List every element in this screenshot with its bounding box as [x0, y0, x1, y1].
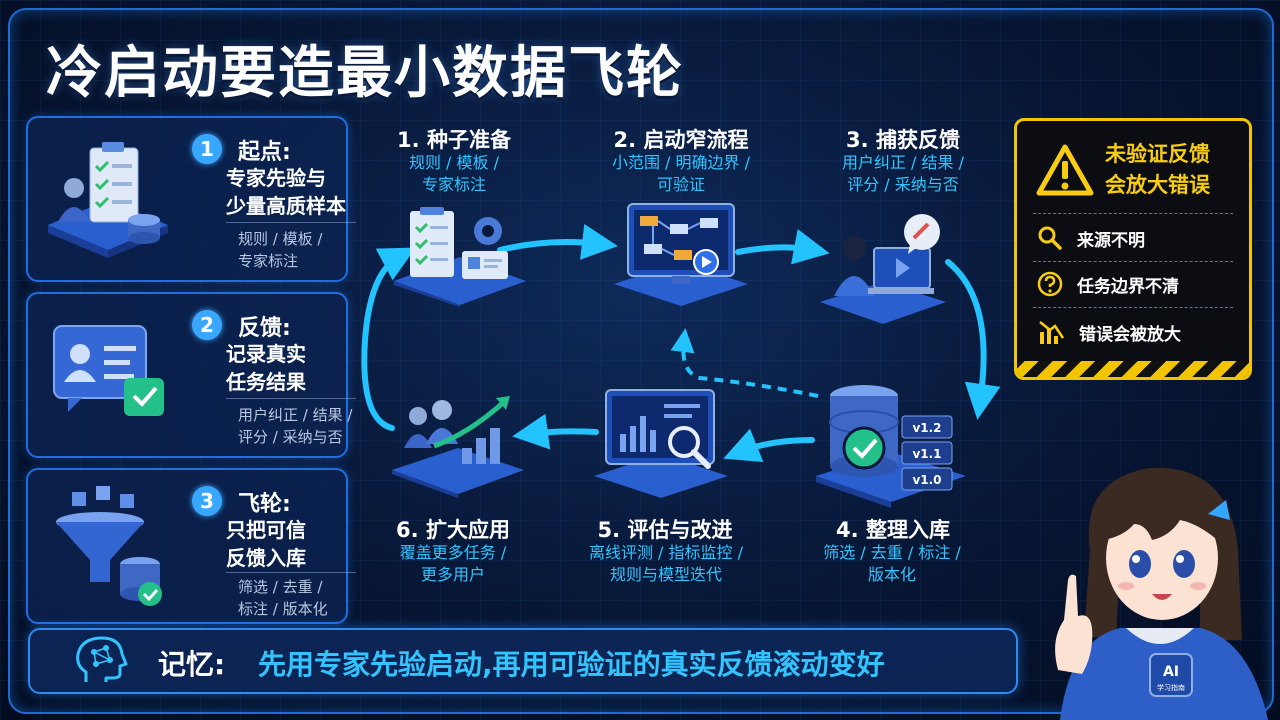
step-5-subtext: 离线评测 / 指标监控 /规则与模型迭代	[588, 543, 744, 584]
divider	[226, 222, 356, 223]
arrow-4-to-2-dashed	[670, 328, 819, 398]
arrow-2-to-3	[735, 228, 830, 265]
evaluation-monitor-icon	[594, 389, 728, 498]
step-number-badge: 3	[192, 486, 222, 516]
divider	[1033, 261, 1233, 262]
panel-subtext: 用户纠正 / 结果 / 评分 / 采纳与否	[238, 406, 353, 446]
step-6-title: 6. 扩大应用	[396, 518, 510, 542]
mascot-badge-text: 学习指南	[1157, 683, 1185, 692]
mascot-character: AI 学习指南	[1055, 467, 1268, 720]
panel-subtext: 规则 / 模板 / 专家标注	[238, 230, 323, 270]
step-4-title: 4. 整理入库	[836, 518, 950, 542]
arrow-5-to-6	[512, 413, 599, 450]
panel-start: 1 起点: 专家先验与 少量高质样本 规则 / 模板 / 专家标注	[26, 116, 356, 282]
page-title: 冷启动要造最小数据飞轮	[46, 41, 684, 106]
user-feedback-icon	[53, 325, 164, 416]
step-2-subtext: 小范围 / 明确边界 /可验证	[611, 153, 751, 194]
panel-description: 记录真实 任务结果	[226, 342, 306, 394]
panel-title: 反馈:	[238, 316, 291, 341]
arrow-6-to-1	[361, 247, 416, 431]
hazard-stripe	[1017, 361, 1249, 377]
warning-item: 来源不明	[1037, 223, 1145, 253]
panel-title: 飞轮:	[238, 492, 291, 517]
panel-feedback: 2 反馈: 记录真实 任务结果 用户纠正 / 结果 / 评分 / 采纳与否	[26, 292, 356, 458]
step-2-title: 2. 启动窄流程	[613, 128, 749, 152]
mascot-badge-ai: AI	[1163, 664, 1179, 680]
warning-item: 任务边界不清	[1037, 269, 1179, 299]
arrow-1-to-2	[497, 223, 618, 260]
step-3-subtext: 用户纠正 / 结果 /评分 / 采纳与否	[841, 153, 965, 194]
divider	[226, 572, 356, 573]
brain-head-icon	[76, 636, 128, 682]
step-number-badge: 2	[192, 310, 222, 340]
step-number-badge: 1	[192, 134, 222, 164]
memory-banner: 记忆: 先用专家先验启动,再用可验证的真实反馈滚动变好	[28, 628, 1018, 694]
step-3-title: 3. 捕获反馈	[846, 128, 960, 152]
memory-label: 记忆:	[158, 648, 226, 681]
panel-description: 专家先验与 少量高质样本	[226, 166, 346, 218]
step-6-subtext: 覆盖更多任务 /更多用户	[399, 543, 507, 584]
panel-description: 只把可信 反馈入库	[226, 518, 306, 570]
users-growth-chart-icon	[392, 396, 524, 498]
version-tag: v1.0	[912, 473, 941, 487]
arrow-4-to-5	[723, 428, 815, 463]
panel-title: 起点:	[238, 140, 291, 165]
magnifier-icon	[1038, 226, 1062, 250]
step-4-subtext: 筛选 / 去重 / 标注 /版本化	[823, 543, 961, 584]
warning-title: 未验证反馈 会放大错误	[1105, 142, 1210, 197]
panel-subtext: 筛选 / 去重 / 标注 / 版本化	[238, 578, 328, 618]
divider	[1033, 307, 1233, 308]
step-5-title: 5. 评估与改进	[597, 518, 733, 542]
outer-frame	[8, 8, 1274, 714]
version-tag: v1.1	[912, 447, 941, 461]
versioned-database-icon: v1.2 v1.1 v1.0	[816, 385, 966, 508]
question-icon	[1037, 271, 1063, 297]
version-tag: v1.2	[912, 421, 941, 435]
seed-clipboard-gear-icon	[394, 207, 526, 307]
divider	[1033, 213, 1233, 214]
monitor-flowchart-icon	[614, 203, 748, 306]
warning-box: 未验证反馈 会放大错误 来源不明 任务边界不清 错误会被放大	[1014, 118, 1252, 380]
memory-text: 先用专家先验启动,再用可验证的真实反馈滚动变好	[258, 648, 885, 681]
chart-down-icon	[1039, 321, 1065, 344]
arrow-3-to-4	[945, 259, 1001, 420]
step-1-title: 1. 种子准备	[397, 128, 511, 152]
funnel-database-icon	[56, 486, 162, 606]
warning-triangle-icon	[1036, 144, 1094, 196]
warning-item: 错误会被放大	[1037, 317, 1181, 347]
user-laptop-feedback-icon	[820, 214, 946, 324]
step-1-subtext: 规则 / 模板 /专家标注	[408, 153, 500, 194]
panel-flywheel: 3 飞轮: 只把可信 反馈入库 筛选 / 去重 / 标注 / 版本化	[26, 468, 356, 624]
expert-checklist-icon	[48, 142, 168, 258]
divider	[226, 398, 356, 399]
